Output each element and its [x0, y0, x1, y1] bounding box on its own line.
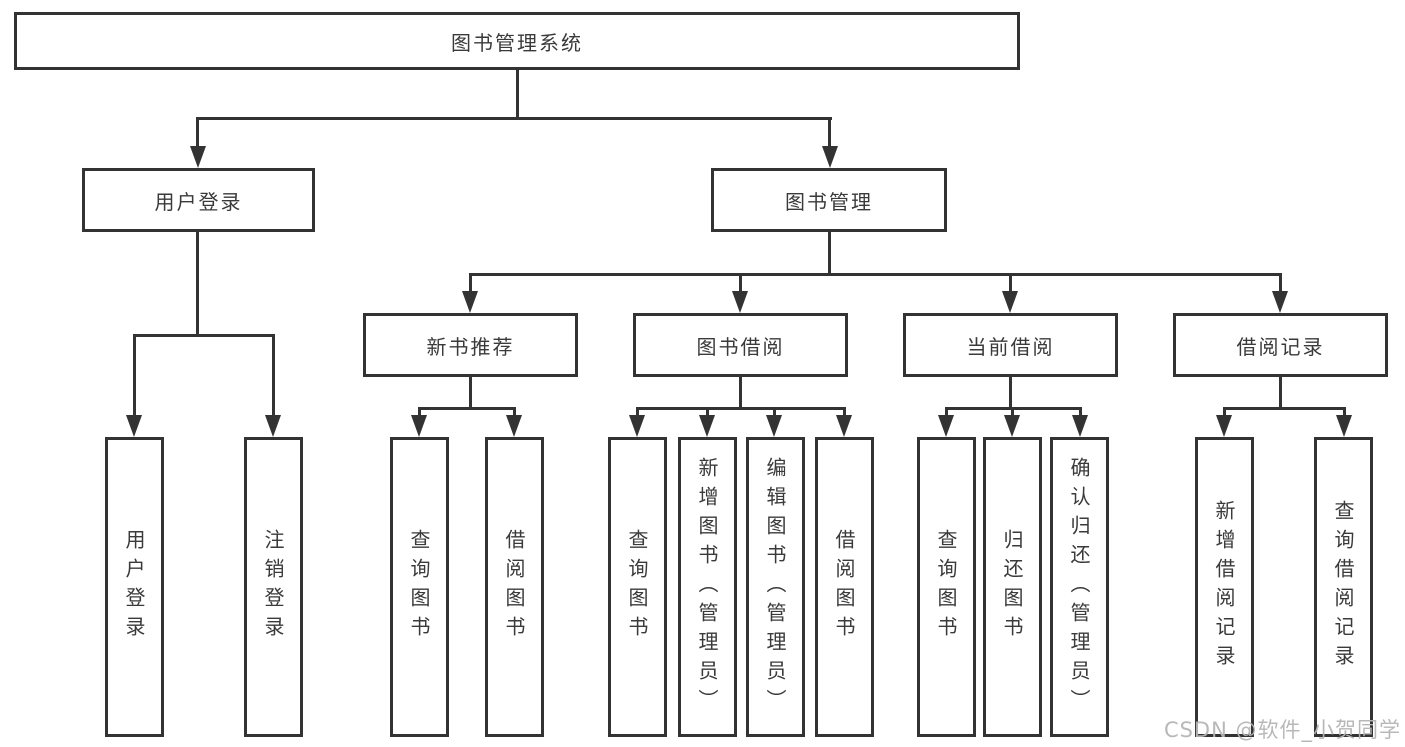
connector-bus-level2 [196, 117, 832, 120]
connector-stem-leaf [1223, 407, 1226, 419]
node-new-book-recommend-label: 新书推荐 [426, 334, 515, 359]
connector-bus-userlogin [133, 334, 275, 337]
leaf-query-books: 查询图书 [390, 437, 449, 737]
connector-bookborrow-down [739, 377, 742, 410]
leaf-logout: 注销登录 [244, 437, 303, 737]
leaf-return-books: 归还图书 [983, 437, 1042, 737]
leaf-edit-books-admin: 编辑图书（管理员） [746, 437, 805, 737]
node-book-management-label: 图书管理 [785, 189, 873, 214]
leaf-label: 编辑图书（管理员） [763, 456, 787, 718]
arrow-down-icon [836, 415, 852, 437]
arrow-down-icon [1004, 415, 1020, 437]
node-new-book-recommend: 新书推荐 [363, 313, 578, 377]
connector-stem-borrowrecord [1279, 273, 1282, 300]
leaf-label: 查询借阅记录 [1331, 500, 1355, 674]
node-user-login: 用户登录 [82, 168, 315, 232]
leaf-label: 借阅图书 [502, 529, 526, 645]
arrow-down-icon [732, 291, 748, 313]
arrow-down-icon [822, 146, 838, 168]
node-current-borrow: 当前借阅 [903, 313, 1118, 377]
connector-bus-bookborrow [636, 407, 846, 410]
arrow-down-icon [766, 415, 782, 437]
arrow-down-icon [411, 415, 427, 437]
connector-stem-leaf [513, 407, 516, 419]
connector-stem-leaf [773, 407, 776, 419]
node-book-borrow-label: 图书借阅 [696, 334, 785, 359]
leaf-label: 注销登录 [261, 529, 285, 645]
connector-stem-currentborrow [1009, 273, 1012, 300]
connector-userlogin-down [196, 232, 199, 337]
arrow-down-icon [1272, 291, 1288, 313]
leaf-user-login: 用户登录 [105, 437, 164, 737]
leaf-label: 新增图书（管理员） [695, 456, 719, 718]
connector-stem-book-mgmt [828, 117, 831, 151]
leaf-query-borrow-record: 查询借阅记录 [1314, 437, 1373, 737]
connector-stem-user-login [196, 117, 199, 151]
connector-stem-leaf [1079, 407, 1082, 419]
arrow-down-icon [699, 415, 715, 437]
arrow-down-icon [1072, 415, 1088, 437]
leaf-query-books: 查询图书 [917, 437, 976, 737]
arrow-down-icon [190, 146, 206, 168]
node-user-login-label: 用户登录 [154, 189, 243, 214]
leaf-label: 查询图书 [934, 529, 958, 645]
connector-currentborrow-down [1009, 377, 1012, 410]
connector-bus-level3 [469, 273, 1282, 276]
connector-stem-leaf [706, 407, 709, 419]
connector-stem-leaf [418, 407, 421, 419]
leaf-label: 用户登录 [122, 529, 146, 645]
connector-stem-leaf [945, 407, 948, 419]
connector-bus-borrowrecord [1223, 407, 1346, 410]
arrow-down-icon [1002, 291, 1018, 313]
connector-stem-newbook [469, 273, 472, 300]
node-book-management: 图书管理 [711, 168, 947, 232]
leaf-label: 借阅图书 [832, 529, 856, 645]
connector-stem-leaf [272, 334, 275, 418]
leaf-confirm-return-admin: 确认归还（管理员） [1050, 437, 1109, 737]
arrow-down-icon [1216, 415, 1232, 437]
leaf-label: 查询图书 [407, 529, 431, 645]
arrow-down-icon [265, 415, 281, 437]
connector-stem-leaf [843, 407, 846, 419]
node-borrow-record: 借阅记录 [1173, 313, 1388, 377]
connector-stem-bookborrow [739, 273, 742, 300]
connector-borrowrecord-down [1279, 377, 1282, 410]
arrow-down-icon [629, 415, 645, 437]
node-root: 图书管理系统 [14, 12, 1020, 70]
leaf-label: 新增借阅记录 [1212, 500, 1236, 674]
arrow-down-icon [506, 415, 522, 437]
leaf-query-books: 查询图书 [608, 437, 667, 737]
connector-bookmgmt-down [828, 232, 831, 276]
connector-stem-leaf [133, 334, 136, 418]
arrow-down-icon [126, 415, 142, 437]
node-current-borrow-label: 当前借阅 [966, 334, 1055, 359]
connector-root-stem [516, 68, 519, 120]
connector-stem-leaf [1343, 407, 1346, 419]
leaf-borrow-books: 借阅图书 [815, 437, 874, 737]
leaf-label: 确认归还（管理员） [1067, 456, 1091, 718]
connector-stem-leaf [636, 407, 639, 419]
node-book-borrow: 图书借阅 [633, 313, 848, 377]
arrow-down-icon [462, 291, 478, 313]
leaf-add-borrow-record: 新增借阅记录 [1195, 437, 1254, 737]
leaf-add-books-admin: 新增图书（管理员） [678, 437, 737, 737]
leaf-borrow-books: 借阅图书 [485, 437, 544, 737]
leaf-label: 归还图书 [1000, 529, 1024, 645]
arrow-down-icon [1336, 415, 1352, 437]
node-root-label: 图书管理系统 [451, 30, 583, 55]
csdn-watermark: CSDN @软件_小贺同学 [1163, 718, 1401, 742]
arrow-down-icon [938, 415, 954, 437]
node-borrow-record-label: 借阅记录 [1236, 334, 1325, 359]
connector-newbook-down [469, 377, 472, 410]
connector-stem-leaf [1011, 407, 1014, 419]
connector-bus-newbook [418, 407, 516, 410]
leaf-label: 查询图书 [625, 529, 649, 645]
